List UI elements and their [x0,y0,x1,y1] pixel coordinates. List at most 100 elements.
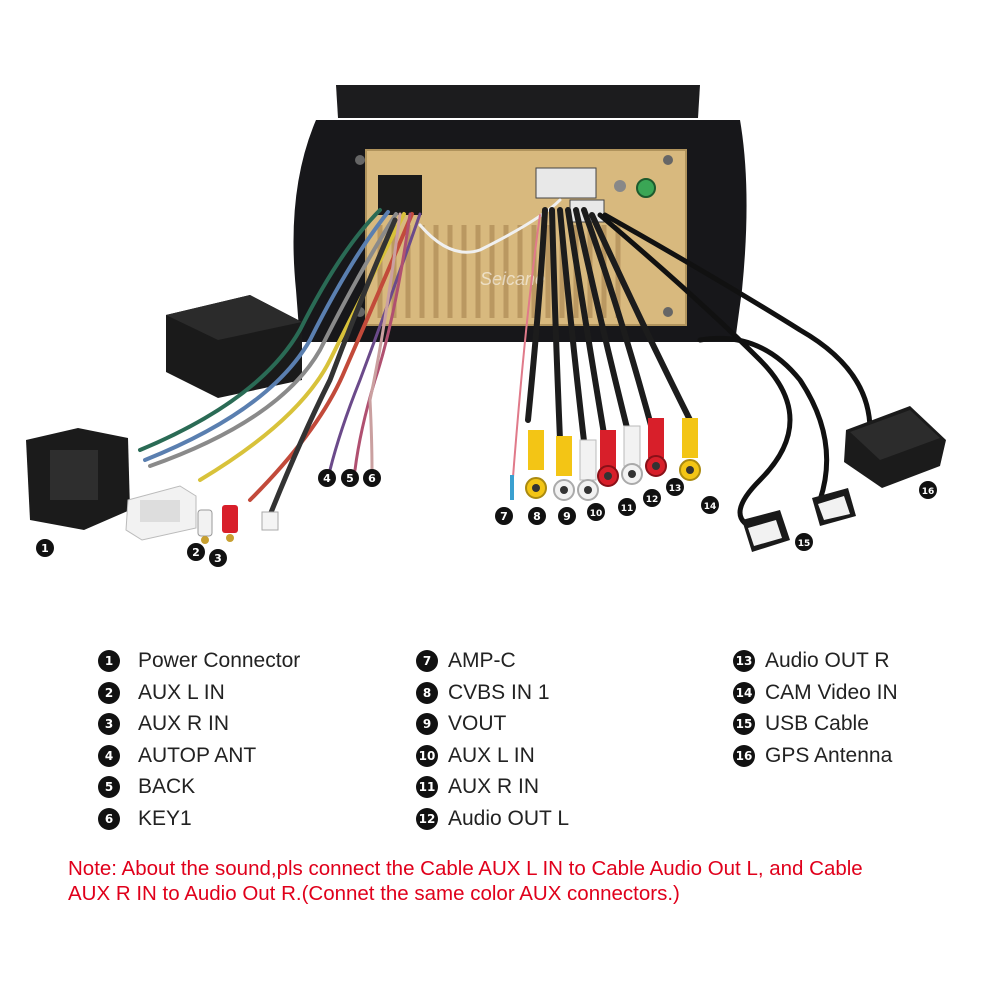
gps-antenna [844,406,946,488]
rca-plug-aux-l-in-2 [197,509,213,544]
legend-number-badge: 5 [98,776,120,798]
callout-number: 16 [922,487,935,497]
legend-item-15: 15 USB Cable [733,709,869,739]
rca-cables [511,207,873,533]
power-connector [26,428,130,530]
legend-label: CVBS IN 1 [448,680,550,704]
callout-13: 13 [666,478,684,496]
legend-number-badge: 15 [733,713,755,735]
legend-item-9: 9 VOUT [416,709,506,739]
note-line-1: Note: About the sound,pls connect the Ca… [68,857,863,880]
legend-number-badge: 4 [98,744,120,767]
callout-1: 1 [36,539,54,557]
callout-number: 5 [346,472,354,485]
callout-number: 15 [798,539,811,549]
legend-label: Audio OUT L [448,806,570,830]
legend-number-badge: 9 [416,713,438,735]
callout-number: 4 [323,472,331,485]
rca-socket-audio-out-l [621,425,643,485]
legend-number-badge: 14 [733,681,755,704]
legend-number-badge: 13 [733,650,755,672]
callout-number: 7 [500,510,508,523]
callout-number: 14 [704,502,717,512]
legend-number-badge: 7 [416,650,438,672]
legend-number-badge: 6 [98,807,120,830]
watermark: Seicane [480,269,545,289]
callout-10: 10 [587,503,605,521]
legend-number-badge: 8 [416,681,438,704]
legend-item-14: 14 CAM Video IN [733,678,898,708]
legend-label: AUX R IN [448,775,540,798]
callout-6: 6 [363,469,381,487]
callout-7: 7 [495,507,513,525]
legend-item-12: 12 Audio OUT L [416,804,569,834]
legend-item-1: 1 Power Connector [98,646,300,676]
callout-11: 11 [618,498,636,516]
callout-15: 15 [795,533,813,551]
wire-harness [138,198,562,523]
legend-label: CAM Video IN [765,680,898,704]
rca-socket-cvbs-in-1 [525,430,547,499]
callout-number: 12 [646,495,659,505]
rca-socket-aux-l-in-10 [577,439,599,501]
legend-number-badge: 1 [98,650,120,672]
legend-label: KEY1 [138,806,192,830]
legend-item-4: 4 AUTOP ANT [98,741,256,771]
callout-14: 14 [701,496,719,514]
legend-item-6: 6 KEY1 [98,804,192,834]
legend-label: Power Connector [138,649,301,672]
legend-item-10: 10 AUX L IN [416,741,535,771]
callout-8: 8 [528,507,546,525]
legend-item-7: 7 AMP-C [416,646,516,676]
callout-2: 2 [187,543,205,561]
rca-socket-aux-r-in-11 [597,430,619,487]
note-text: Note: About the sound,pls connect the Ca… [68,856,968,906]
legend-label: AUX L IN [138,680,225,704]
legend-number-badge: 3 [98,713,120,735]
legend-label: AUX L IN [448,743,535,767]
callout-12: 12 [643,489,661,507]
rca-socket-vout [553,436,575,501]
rca-plug-aux-r-in-3 [222,505,238,542]
wiring-diagram: Seicane [26,85,946,567]
callout-number: 2 [192,546,200,559]
head-unit: Seicane [293,85,747,342]
callout-number: 6 [368,472,376,485]
can-decoder-box [166,295,302,398]
legend-label: BACK [138,775,196,798]
callout-4: 4 [318,469,336,487]
legend-label: AUX R IN [138,712,230,735]
legend-label: AMP-C [448,649,516,672]
callout-number: 13 [669,484,682,494]
usb-cable-plug-1 [742,510,790,552]
usb-cable-plug-2 [812,488,856,526]
callout-9: 9 [558,507,576,525]
rca-socket-cam-video-in [679,418,701,481]
rca-socket-audio-out-r [645,418,667,477]
legend-label: USB Cable [765,712,869,735]
callout-number: 11 [621,504,634,514]
legend-item-8: 8 CVBS IN 1 [416,678,550,708]
legend-label: Audio OUT R [765,649,890,672]
white-connector [125,485,197,541]
legend-number-badge: 10 [416,744,438,767]
legend-label: GPS Antenna [765,743,893,767]
callout-16: 16 [919,481,937,499]
legend-label: VOUT [448,712,507,735]
small-white-plug [261,511,279,531]
legend-item-16: 16 GPS Antenna [733,741,892,771]
note-line-2: AUX R IN to Audio Out R.(Connet the same… [68,882,680,905]
legend-number-badge: 12 [416,807,438,830]
legend-item-5: 5 BACK [98,772,195,802]
legend-number-badge: 11 [416,776,438,798]
legend-item-2: 2 AUX L IN [98,678,225,708]
legend-label: AUTOP ANT [138,743,257,767]
legend-item-13: 13 Audio OUT R [733,646,890,676]
callout-number: 3 [214,552,222,565]
callout-number: 8 [533,510,541,523]
legend-number-badge: 2 [98,681,120,704]
callout-5: 5 [341,469,359,487]
callout-number: 1 [41,542,49,555]
legend-number-badge: 16 [733,744,755,767]
